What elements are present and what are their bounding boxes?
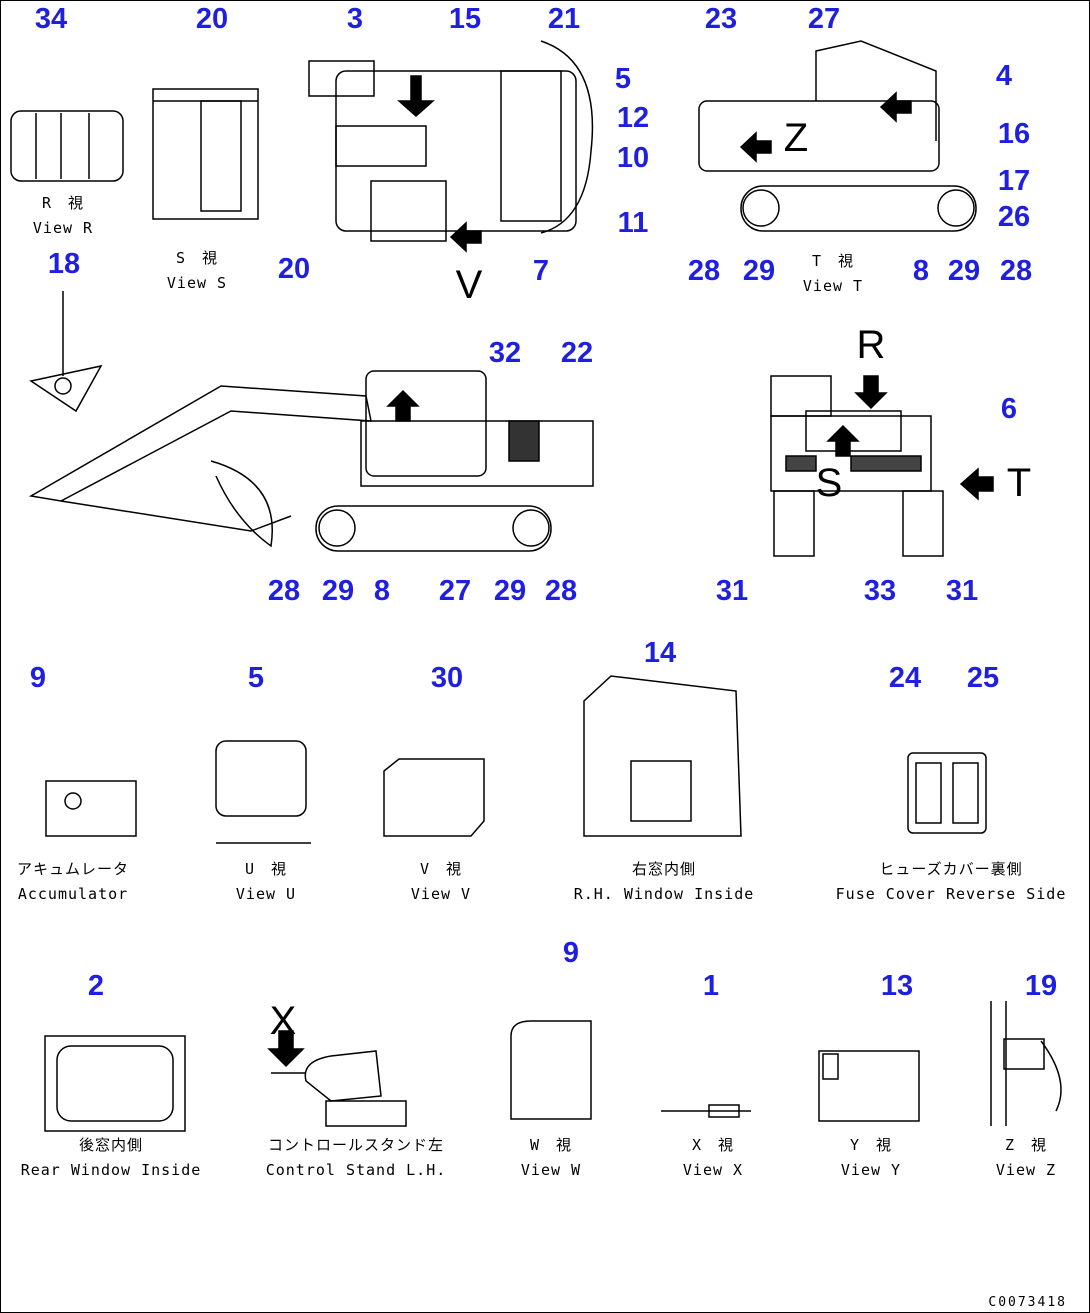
part-number: 27 <box>438 575 472 607</box>
part-number: 22 <box>560 337 594 369</box>
part-number: 3 <box>346 3 364 35</box>
view-t-drawing <box>698 40 977 232</box>
part-number: 15 <box>448 3 482 35</box>
part-number: 29 <box>742 255 776 287</box>
view-marker: V <box>455 263 483 307</box>
view-marker: R <box>856 323 886 367</box>
part-number: 26 <box>997 201 1031 233</box>
part-number: 11 <box>617 207 649 239</box>
view-z-drawing <box>990 1001 1062 1126</box>
view-marker: X <box>269 999 297 1043</box>
rear-view-drawing <box>770 375 994 557</box>
part-number: 31 <box>945 575 979 607</box>
view-u-drawing <box>215 740 311 844</box>
part-number: 30 <box>430 662 464 694</box>
part-number: 20 <box>195 3 229 35</box>
part-number: 5 <box>247 662 265 694</box>
part-number: 13 <box>880 970 914 1002</box>
view-v-drawing <box>383 758 485 837</box>
part-number: 28 <box>544 575 578 607</box>
part-number: 28 <box>999 255 1033 287</box>
part-number: 8 <box>373 575 391 607</box>
part-number: 21 <box>547 3 581 35</box>
part-number: 29 <box>947 255 981 287</box>
top-view-drawing <box>308 40 594 253</box>
part-number: 8 <box>912 255 930 287</box>
part-number: 28 <box>267 575 301 607</box>
control-stand-drawing <box>267 1030 407 1127</box>
view-w-drawing <box>510 1020 592 1120</box>
side-view-drawing <box>28 370 594 552</box>
part-number: 31 <box>715 575 749 607</box>
part-number: 24 <box>888 662 922 694</box>
view-marker: S <box>815 461 843 505</box>
part-number: 25 <box>966 662 1000 694</box>
part-number: 29 <box>493 575 527 607</box>
view-marker: T <box>1006 461 1032 505</box>
view-r-drawing <box>10 110 124 182</box>
part-number: 1 <box>702 970 720 1002</box>
part-number: 9 <box>562 937 580 969</box>
part-number: 10 <box>616 142 650 174</box>
drawing-code: C0073418 <box>988 1295 1067 1310</box>
accumulator-drawing <box>45 780 137 837</box>
part-number: 19 <box>1024 970 1058 1002</box>
part-number: 28 <box>687 255 721 287</box>
rh-window-drawing <box>583 675 742 837</box>
part-number: 17 <box>997 165 1031 197</box>
view-s-drawing <box>152 88 259 220</box>
fuse-cover-drawing <box>907 752 987 834</box>
part-number: 20 <box>277 253 311 285</box>
part-number: 9 <box>29 662 47 694</box>
part-number: 18 <box>47 248 81 280</box>
rear-window-drawing <box>44 1035 186 1132</box>
view-marker: Z <box>783 116 809 160</box>
part-number: 32 <box>488 337 522 369</box>
part-number: 12 <box>616 102 650 134</box>
part-number: 14 <box>643 637 677 669</box>
part-number: 5 <box>614 63 632 95</box>
part-number: 7 <box>532 255 550 287</box>
view-y-drawing <box>818 1050 920 1122</box>
part-number: 27 <box>807 3 841 35</box>
view-18-drawing <box>29 291 103 413</box>
part-number: 29 <box>321 575 355 607</box>
part-number: 6 <box>1000 393 1018 425</box>
part-number: 23 <box>704 3 738 35</box>
part-number: 33 <box>863 575 897 607</box>
part-number: 16 <box>997 118 1031 150</box>
part-number: 34 <box>34 3 68 35</box>
part-number: 2 <box>87 970 105 1002</box>
view-x-drawing <box>661 1104 751 1118</box>
part-number: 4 <box>995 60 1013 92</box>
